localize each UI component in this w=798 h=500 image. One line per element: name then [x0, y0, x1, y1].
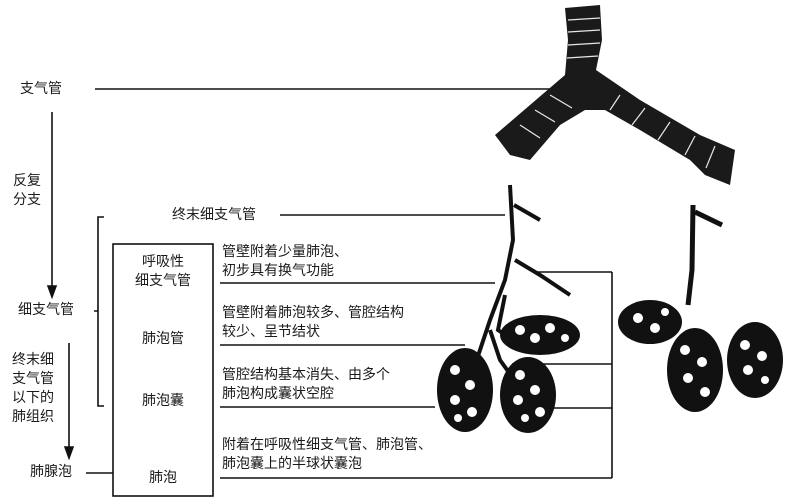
desc-line: 管腔结构基本消失、由多个 [222, 367, 390, 383]
label-line: 终末细 [12, 352, 54, 368]
desc-line: 肺泡构成囊状空腔 [222, 386, 334, 402]
label-terminal-bronchiole: 终末细支气管 [172, 207, 256, 223]
item-name: 呼吸性 [142, 254, 184, 270]
label-acinus: 肺腺泡 [30, 464, 72, 480]
bronchus-illustration [495, 5, 735, 185]
structure-box [112, 243, 214, 497]
label-bronchiole: 细支气管 [18, 302, 74, 318]
label-line: 肺组织 [12, 409, 54, 425]
desc-line: 较少、呈节结状 [222, 324, 320, 340]
desc-line: 肺泡囊上的半球状囊泡 [222, 456, 362, 472]
item-name: 细支气管 [135, 273, 191, 289]
desc-line: 管壁附着少量肺泡、 [222, 244, 348, 260]
label-line: 反复 [13, 173, 41, 189]
desc-alveolar-duct: 管壁附着肺泡较多、管腔结构 较少、呈节结状 [222, 304, 404, 342]
label-repeated-branching: 反复 分支 [13, 172, 41, 210]
right-lobule-illustration [618, 204, 783, 412]
box-item-alveolus: 肺泡 [149, 470, 177, 486]
desc-line: 初步具有换气功能 [222, 263, 334, 279]
desc-alveolar-sac: 管腔结构基本消失、由多个 肺泡构成囊状空腔 [222, 366, 390, 404]
box-item-alveolar-sac: 肺泡囊 [142, 393, 184, 409]
left-lobule-illustration [437, 184, 580, 433]
label-bronchus: 支气管 [20, 81, 62, 97]
label-line: 分支 [13, 192, 41, 208]
bracket [94, 216, 104, 407]
desc-respiratory-bronchiole: 管壁附着少量肺泡、 初步具有换气功能 [222, 243, 348, 281]
desc-line: 附着在呼吸性细支气管、肺泡管、 [222, 437, 432, 453]
desc-alveolus: 附着在呼吸性细支气管、肺泡管、 肺泡囊上的半球状囊泡 [222, 436, 432, 474]
label-line: 以下的 [12, 390, 54, 406]
label-line: 支气管 [12, 371, 54, 387]
box-item-respiratory-bronchiole: 呼吸性 细支气管 [113, 253, 213, 291]
desc-line: 管壁附着肺泡较多、管腔结构 [222, 305, 404, 321]
label-below-terminal: 终末细 支气管 以下的 肺组织 [12, 351, 54, 427]
box-item-alveolar-duct: 肺泡管 [142, 331, 184, 347]
